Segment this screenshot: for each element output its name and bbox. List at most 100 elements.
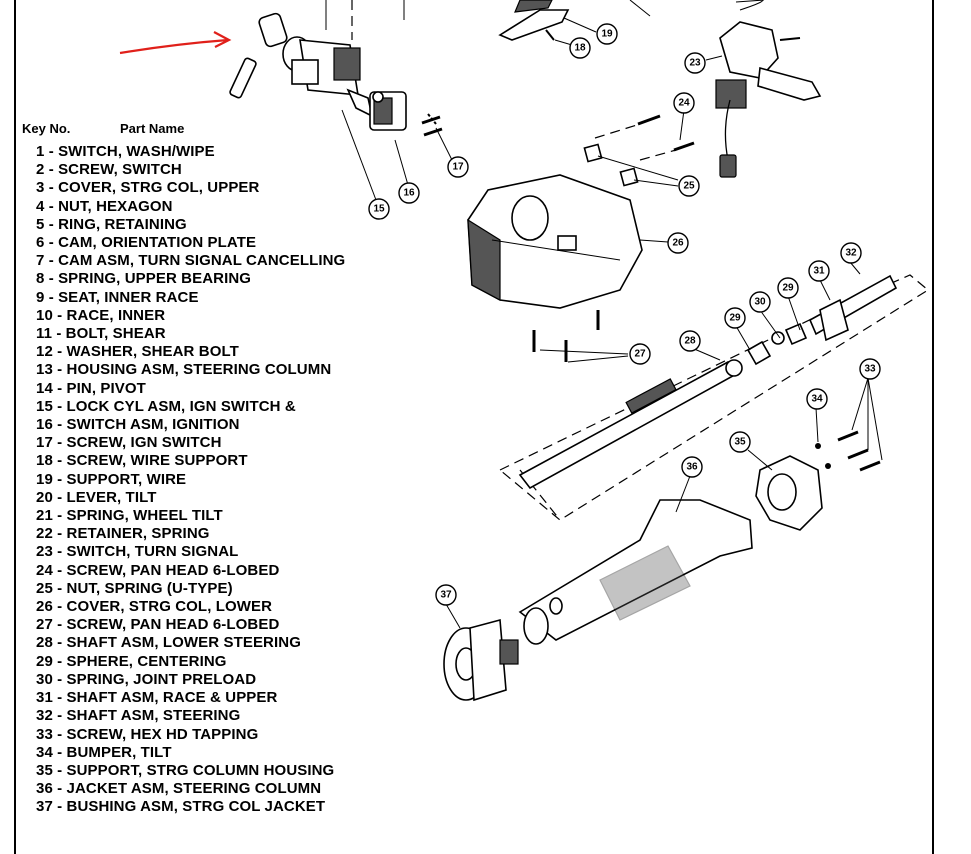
callout-label: 18 [574, 43, 586, 54]
callout-label: 33 [864, 364, 876, 375]
parts-list-item: 28 - SHAFT ASM, LOWER STEERING [36, 634, 301, 652]
parts-list: 1 - SWITCH, WASH/WIPE 2 - SCREW, SWITCH … [36, 143, 345, 817]
parts-list-item: 2 - SCREW, SWITCH [36, 161, 182, 179]
parts-list-item: 13 - HOUSING ASM, STEERING COLUMN [36, 361, 332, 379]
parts-list-item: 18 - SCREW, WIRE SUPPORT [36, 452, 248, 470]
callout-26: 26 [667, 232, 689, 254]
upper-shaft-parts-31-32 [808, 274, 898, 342]
parts-list-item: 14 - PIN, PIVOT [36, 379, 146, 397]
callout-label: 26 [672, 238, 684, 249]
ignition-switch-part-16 [369, 91, 407, 131]
lower-shaft-part-28 [518, 359, 743, 490]
callout-37: 37 [435, 584, 457, 606]
parts-list-item: 9 - SEAT, INNER RACE [36, 288, 199, 306]
parts-list-item: 37 - BUSHING ASM, STRG COL JACKET [36, 798, 326, 816]
callout-label: 25 [683, 181, 695, 192]
top-cut-lines [325, 0, 651, 40]
callout-18: 18 [569, 37, 591, 59]
callout-17: 17 [447, 156, 469, 178]
parts-list-item: 32 - SHAFT ASM, STEERING [36, 707, 241, 725]
callout-label: 19 [601, 29, 613, 40]
callout-label: 29 [782, 283, 794, 294]
callout-32: 32 [840, 242, 862, 264]
lower-cover-part-26 [467, 174, 643, 309]
callout-label: 17 [452, 162, 464, 173]
wire-support-part-19 [498, 0, 570, 41]
parts-list-item: 29 - SPHERE, CENTERING [36, 652, 227, 670]
parts-list-item: 30 - SPRING, JOINT PRELOAD [36, 670, 257, 688]
parts-list-item: 11 - BOLT, SHEAR [36, 325, 166, 343]
callout-36: 36 [681, 456, 703, 478]
parts-list-item: 3 - COVER, STRG COL, UPPER [36, 179, 260, 197]
callout-label: 16 [403, 188, 415, 199]
callout-label: 28 [684, 336, 696, 347]
shaft-dashed-outline [498, 274, 930, 521]
screws-part-24 [594, 114, 695, 161]
callout-28: 28 [679, 330, 701, 352]
callout-19: 19 [596, 23, 618, 45]
page-frame [14, 0, 934, 854]
parts-list-item: 26 - COVER, STRG COL, LOWER [36, 598, 273, 616]
callout-15: 15 [368, 198, 390, 220]
leader-lines [341, 17, 883, 629]
parts-list-item: 8 - SPRING, UPPER BEARING [36, 270, 252, 288]
sphere-spring-parts-29-30 [746, 322, 808, 366]
callout-label: 35 [734, 437, 746, 448]
callout-16: 16 [398, 182, 420, 204]
parts-list-item: 27 - SCREW, PAN HEAD 6-LOBED [36, 616, 280, 634]
callout-31: 31 [808, 260, 830, 282]
parts-list-item: 36 - JACKET ASM, STEERING COLUMN [36, 780, 322, 798]
parts-list-item: 10 - RACE, INNER [36, 306, 166, 324]
part-name-header: Part Name [120, 121, 185, 136]
screws-part-33 [837, 430, 881, 472]
callout-label: 15 [373, 204, 385, 215]
parts-list-item: 16 - SWITCH ASM, IGNITION [36, 416, 240, 434]
parts-list-item: 5 - RING, RETAINING [36, 215, 187, 233]
parts-list-item: 12 - WASHER, SHEAR BOLT [36, 343, 239, 361]
callout-label: 27 [634, 349, 646, 360]
callout-25: 25 [678, 175, 700, 197]
parts-list-item: 21 - SPRING, WHEEL TILT [36, 507, 223, 525]
callout-30: 30 [749, 291, 771, 313]
ign-screws-part-17 [421, 113, 443, 137]
parts-list-item: 15 - LOCK CYL ASM, IGN SWITCH & [36, 397, 296, 415]
lock-cylinder-part-15 [229, 12, 374, 118]
callout-29a: 29 [724, 307, 746, 329]
callout-label: 32 [845, 248, 857, 259]
bumpers-part-34 [815, 443, 831, 469]
parts-list-item: 33 - SCREW, HEX HD TAPPING [36, 725, 259, 743]
parts-list-item: 7 - CAM ASM, TURN SIGNAL CANCELLING [36, 252, 346, 270]
callout-27: 27 [629, 343, 651, 365]
parts-list-item: 31 - SHAFT ASM, RACE & UPPER [36, 689, 278, 707]
callout-label: 37 [440, 590, 452, 601]
callout-23: 23 [684, 52, 706, 74]
callout-label: 30 [754, 297, 766, 308]
housing-support-part-35 [755, 455, 823, 531]
parts-list-item: 25 - NUT, SPRING (U-TYPE) [36, 579, 233, 597]
callout-label: 31 [813, 266, 825, 277]
callout-label: 36 [686, 462, 698, 473]
screws-part-27 [532, 310, 600, 362]
red-arrow-annotation [119, 31, 232, 55]
callout-35: 35 [729, 431, 751, 453]
key-no-header: Key No. [22, 121, 71, 136]
callout-label: 24 [678, 98, 690, 109]
parts-list-item: 23 - SWITCH, TURN SIGNAL [36, 543, 239, 561]
callout-label: 34 [811, 394, 823, 405]
parts-list-item: 17 - SCREW, IGN SWITCH [36, 434, 222, 452]
parts-list-item: 6 - CAM, ORIENTATION PLATE [36, 234, 257, 252]
jacket-part-36 [518, 499, 753, 645]
parts-list-item: 1 - SWITCH, WASH/WIPE [36, 143, 215, 160]
callout-label: 23 [689, 58, 701, 69]
bushing-part-37 [443, 618, 519, 702]
callout-24: 24 [673, 92, 695, 114]
spring-nuts-part-25 [583, 143, 639, 187]
callout-29b: 29 [777, 277, 799, 299]
turn-signal-switch-part-23 [715, 0, 822, 178]
parts-list-item: 24 - SCREW, PAN HEAD 6-LOBED [36, 561, 280, 579]
parts-list-item: 35 - SUPPORT, STRG COLUMN HOUSING [36, 761, 335, 779]
parts-list-item: 34 - BUMPER, TILT [36, 743, 172, 761]
callout-33: 33 [859, 358, 881, 380]
callout-34: 34 [806, 388, 828, 410]
